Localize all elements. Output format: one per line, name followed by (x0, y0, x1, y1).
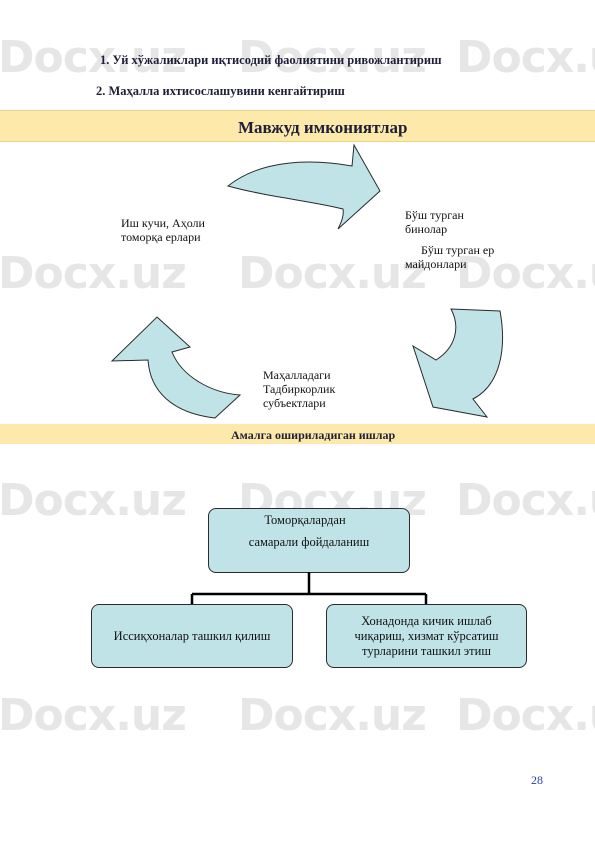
cycle-label-left: Иш кучи, Аҳоли томорқа ерлари (121, 216, 205, 244)
tree-top-line-1: Томорқалардан (264, 513, 346, 527)
cycle-label-right-1: Бўш турган бинолар (405, 208, 464, 236)
opportunities-title: Мавжуд имкониятлар (238, 118, 408, 137)
watermark: Docx.uz (0, 690, 187, 741)
actions-title: Амалга ошириладиган ишлар (231, 428, 396, 442)
page-number: 28 (531, 773, 543, 787)
watermark: Docx.uz (456, 475, 595, 526)
cycle-label-right-2: Бўш турган ер майдонлари (405, 243, 495, 271)
tree-right-box: Хонадонда кичик ишлаб чиқариш, хизмат кў… (326, 604, 527, 668)
tree-top-line-2: самарали фойдаланиш (248, 535, 370, 549)
opportunities-band: Мавжуд имкониятлар (0, 110, 595, 142)
watermark: Docx.uz (0, 475, 187, 526)
cycle-arrow-right (412, 308, 503, 418)
tree-connectors (190, 572, 428, 606)
watermark: Docx.uz (0, 32, 187, 83)
cycle-arrow-left (110, 316, 242, 419)
watermark: Docx.uz (238, 248, 427, 299)
watermark: Docx.uz (456, 690, 595, 741)
cycle-label-bottom: Маҳалладаги Тадбиркорлик субъектлари (263, 368, 336, 410)
cycle-arrow-top (226, 143, 381, 230)
heading-2: 2. Маҳалла ихтисослашувини кенгайтириш (96, 84, 345, 98)
watermark: Docx.uz (238, 690, 427, 741)
watermark: Docx.uz (456, 32, 595, 83)
watermark: Docx.uz (238, 32, 427, 83)
heading-1: 1. Уй хўжаликлари иқтисодий фаолиятини р… (100, 53, 442, 67)
tree-top-box: Томорқалардан самарали фойдаланиш (208, 508, 410, 573)
cycle-diagram (110, 143, 503, 419)
actions-band: Амалга ошириладиган ишлар (0, 424, 595, 444)
watermark: Docx.uz (456, 248, 595, 299)
tree-left-box: Иссиқхоналар ташкил қилиш (91, 604, 293, 668)
watermark: Docx.uz (0, 248, 187, 299)
